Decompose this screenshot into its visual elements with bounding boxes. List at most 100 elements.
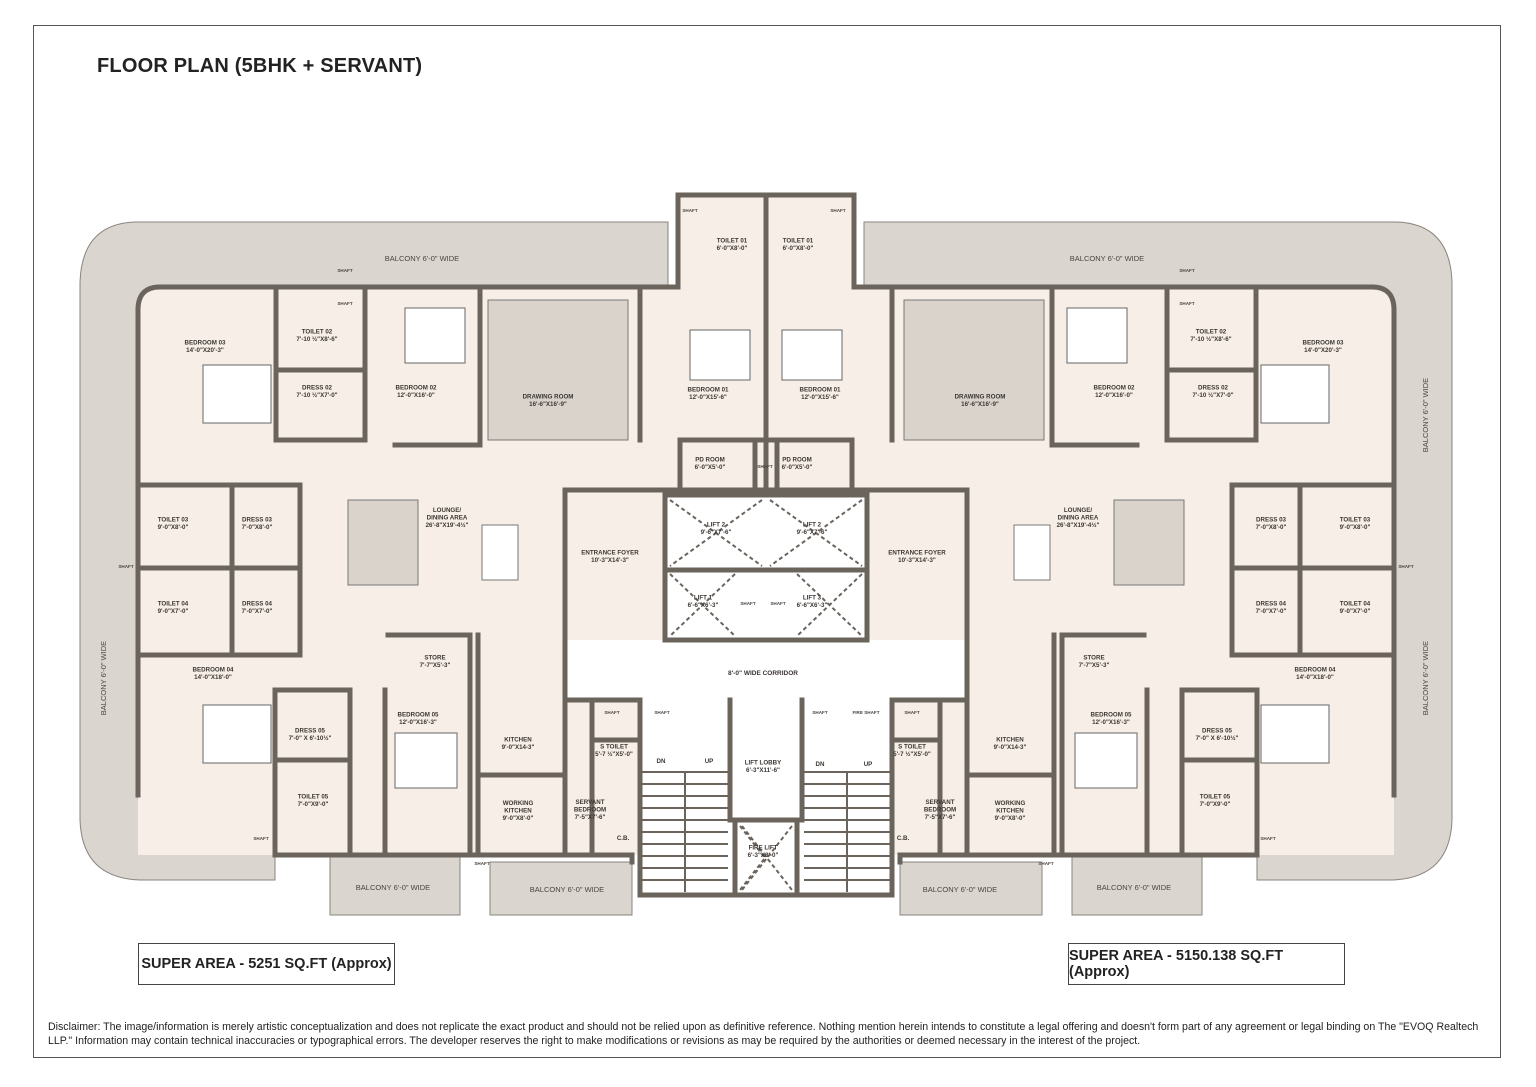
room-label-cb: C.B.	[897, 835, 910, 842]
shaft-label: SHAFT	[1179, 301, 1195, 306]
room-label-entrance-foyer: ENTRANCE FOYER	[581, 550, 639, 557]
room-label-working-kitchen: 9'-0"X8'-0"	[503, 815, 534, 822]
room-label-dress-05: DRESS 05	[295, 728, 325, 735]
room-label-lounge-dining: DINING AREA	[1058, 515, 1099, 522]
bed	[394, 732, 458, 789]
stair-down-label: DN	[657, 758, 666, 765]
room-label-lounge-dining: 26'-8"X19'-4½"	[426, 522, 469, 529]
shaft-label: SHAFT	[904, 710, 920, 715]
room-label-lounge-dining: LOUNGE/	[433, 507, 461, 514]
room-label-working-kitchen: KITCHEN	[996, 808, 1024, 815]
room-label-bedroom-05: BEDROOM 05	[398, 712, 439, 719]
room-label-lift-2: LIFT 2	[803, 522, 822, 529]
balcony-label: BALCONY 6'-0" WIDE	[1421, 641, 1430, 715]
room-label-pd-room: 6'-0"X5'-0"	[695, 464, 726, 471]
left-unit-plan	[79, 192, 791, 916]
room-label-toilet-02: TOILET 02	[1196, 329, 1227, 336]
room-label-dress-03: DRESS 03	[1256, 517, 1286, 524]
room-label-toilet-03: 9'-0"X8'-0"	[1340, 524, 1371, 531]
room-label-toilet-02: 7'-10 ½"X8'-6"	[1190, 336, 1231, 343]
room-label-servant-bedroom: BEDROOM	[574, 807, 606, 814]
room-label-entrance-foyer: 10'-3"X14'-3"	[898, 557, 936, 564]
room-label-fire-lift: FIRE LIFT	[749, 845, 778, 852]
room-label-s-toilet: 5'-7 ½"X5'-0"	[893, 751, 931, 758]
stair-down-label: DN	[816, 761, 825, 768]
room-label-bedroom-02: BEDROOM 02	[1094, 385, 1135, 392]
shaft-label: SHAFT	[682, 208, 698, 213]
bed	[404, 307, 466, 364]
room-label-toilet-05: TOILET 05	[298, 794, 329, 801]
room-label-toilet-02: TOILET 02	[302, 329, 333, 336]
disclaimer: Disclaimer: The image/information is mer…	[48, 1021, 1479, 1047]
room-label-dress-02: DRESS 02	[1198, 385, 1228, 392]
super-area-left: SUPER AREA - 5251 SQ.FT (Approx)	[138, 943, 395, 985]
balcony-label: BALCONY 6'-0" WIDE	[1070, 254, 1144, 263]
shaft-label: SHAFT	[740, 601, 756, 606]
room-label-bedroom-01: 12'-0"X15'-6"	[801, 394, 839, 401]
room-label-bedroom-04: BEDROOM 04	[193, 667, 234, 674]
room-label-lounge-dining: 26'-8"X19'-4½"	[1057, 522, 1100, 529]
room-label-pd-room: PD ROOM	[695, 457, 725, 464]
room-label-dress-05: DRESS 05	[1202, 728, 1232, 735]
stair-treads	[642, 771, 728, 892]
bed	[202, 704, 272, 764]
shaft-label: SHAFT	[337, 268, 353, 273]
fire-shaft-label: FIRE SHAFT	[852, 710, 879, 715]
shaft-label: SHAFT	[337, 301, 353, 306]
room-label-dress-05: 7'-0" X 6'-10½"	[1196, 735, 1239, 742]
foyer-floor	[565, 490, 665, 640]
shaft-label: SHAFT	[604, 710, 620, 715]
room-label-pd-room: PD ROOM	[782, 457, 812, 464]
super-area-right: SUPER AREA - 5150.138 SQ.FT (Approx)	[1068, 943, 1345, 985]
bed	[202, 364, 272, 424]
balcony-label: BALCONY 6'-0" WIDE	[1097, 883, 1171, 892]
page-frame	[33, 25, 1501, 1058]
room-label-pd-room: 6'-0"X5'-0"	[782, 464, 813, 471]
shaft-label: SHAFT	[1179, 268, 1195, 273]
room-label-servant-bedroom: SERVANT	[926, 799, 955, 806]
balcony-label: BALCONY 6'-0" WIDE	[385, 254, 459, 263]
room-label-store: 7'-7"X5'-3"	[1079, 662, 1110, 669]
shaft-label: SHAFT	[474, 861, 490, 866]
room-label-bedroom-04: 14'-0"X18'-0"	[194, 674, 232, 681]
room-label-bedroom-05: 12'-0"X16'-3"	[1092, 719, 1130, 726]
room-label-lift-2: LIFT 2	[707, 522, 726, 529]
room-label-bedroom-01: BEDROOM 01	[800, 387, 841, 394]
shaft-label: SHAFT	[253, 836, 269, 841]
room-label-working-kitchen: WORKING	[995, 800, 1026, 807]
room-label-s-toilet: S TOILET	[600, 744, 628, 751]
room-label-bedroom-04: 14'-0"X18'-0"	[1296, 674, 1334, 681]
lift-cross-marks	[669, 499, 791, 891]
room-label-bedroom-03: 14'-0"X20'-3"	[1304, 347, 1342, 354]
room-label-toilet-04: 9'-0"X7'-0"	[1340, 608, 1371, 615]
room-label-lift-2: 9'-6"X7'-6"	[701, 529, 732, 536]
outer-wall	[135, 192, 769, 865]
room-label-dress-03: 7'-0"X8'-0"	[242, 524, 273, 531]
room-label-servant-bedroom: SERVANT	[576, 799, 605, 806]
room-label-working-kitchen: 9'-0"X8'-0"	[995, 815, 1026, 822]
balcony-bottom-left-floor	[138, 790, 275, 855]
room-label-bedroom-03: BEDROOM 03	[185, 340, 226, 347]
room-label-toilet-03: TOILET 03	[158, 517, 189, 524]
room-label-toilet-01: 6'-0"X8'-0"	[717, 245, 748, 252]
shaft-label: SHAFT	[1398, 564, 1414, 569]
room-label-s-toilet: 5'-7 ½"X5'-0"	[595, 751, 633, 758]
room-label-drawing-room: DRAWING ROOM	[523, 394, 574, 401]
room-label-bedroom-05: BEDROOM 05	[1091, 712, 1132, 719]
room-label-toilet-01: 6'-0"X8'-0"	[783, 245, 814, 252]
room-label-toilet-03: TOILET 03	[1340, 517, 1371, 524]
room-label-toilet-04: TOILET 04	[1340, 601, 1371, 608]
room-label-servant-bedroom: BEDROOM	[924, 807, 956, 814]
balcony-label: BALCONY 6'-0" WIDE	[1421, 378, 1430, 452]
toilet-block	[678, 195, 766, 287]
room-label-lift-1: LIFT 1	[694, 595, 713, 602]
shaft-label: SHAFT	[654, 710, 670, 715]
room-label-lift-2: 9'-6"X7'-6"	[797, 529, 828, 536]
room-label-toilet-04: TOILET 04	[158, 601, 189, 608]
room-label-lift-3: 6'-6"X6'-3"	[797, 602, 828, 609]
room-label-drawing-room: 16'-6"X16'-9"	[529, 401, 567, 408]
room-label-kitchen: KITCHEN	[504, 737, 532, 744]
room-label-toilet-05: 7'-0"X9'-0"	[1200, 801, 1231, 808]
page-title: FLOOR PLAN (5BHK + SERVANT)	[97, 55, 423, 77]
